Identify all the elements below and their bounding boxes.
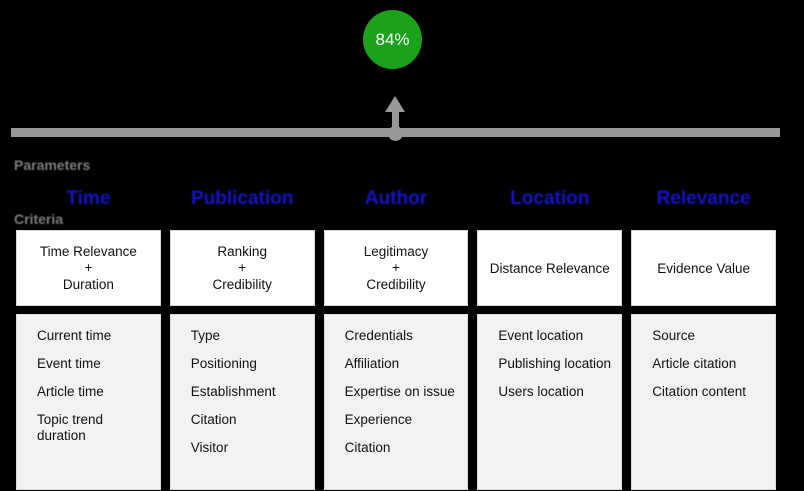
metric-line: Duration: [62, 277, 114, 292]
column-title-location: Location: [510, 188, 590, 209]
list-item: Topic trend duration: [37, 412, 104, 443]
list-item: Event location: [498, 328, 584, 343]
list-item: Credentials: [344, 328, 413, 343]
credibility-gauge[interactable]: [0, 96, 804, 146]
column-title-author: Author: [364, 188, 428, 209]
axis-label-criteria: Criteria: [14, 211, 64, 227]
list-item: Users location: [498, 384, 584, 399]
column-time: Time Time Relevance + Duration Current t…: [16, 168, 161, 490]
list-item: Article citation: [652, 356, 737, 371]
list-item: Type: [190, 328, 221, 343]
criteria-card-location: Event location Publishing location Users…: [477, 314, 623, 490]
list-item: Expertise on issue: [344, 384, 455, 399]
column-author: Author Legitimacy + Credibility Credenti…: [323, 168, 469, 490]
list-item: Current time: [37, 328, 112, 343]
score-badge: 84%: [363, 10, 422, 69]
metric-line: Legitimacy: [363, 244, 429, 259]
list-item: Positioning: [190, 356, 257, 371]
axis-label-parameters: Parameters: [14, 157, 91, 173]
arrow-shaft: [392, 109, 399, 133]
gauge-handle[interactable]: [388, 126, 403, 141]
metric-line: Time Relevance: [39, 244, 137, 259]
metric-card-author: Legitimacy + Credibility: [323, 230, 469, 306]
metric-plus: +: [238, 260, 247, 275]
list-item: Article time: [37, 384, 104, 399]
list-item: Citation: [190, 412, 237, 427]
metric-line: Distance Relevance: [489, 260, 610, 276]
metric-card-location: Distance Relevance: [477, 230, 623, 306]
list-item: Citation: [344, 440, 391, 455]
metric-card-publication: Ranking + Credibility: [169, 230, 315, 306]
criteria-columns: Time Time Relevance + Duration Current t…: [16, 168, 776, 490]
score-value: 84%: [375, 30, 410, 49]
criteria-card-publication: Type Positioning Establishment Citation …: [169, 314, 315, 490]
metric-line: Credibility: [212, 277, 272, 292]
column-title-publication: Publication: [190, 188, 294, 209]
list-item: Citation content: [652, 384, 746, 399]
list-item: Experience: [344, 412, 413, 427]
criteria-card-relevance: Source Article citation Citation content: [631, 314, 776, 490]
metric-line: Evidence Value: [657, 260, 750, 276]
list-item: Visitor: [190, 440, 229, 455]
criteria-card-time: Current time Event time Article time Top…: [16, 314, 161, 490]
column-title-time: Time: [66, 188, 111, 209]
metric-card-relevance: Evidence Value: [631, 230, 776, 306]
metric-plus: +: [84, 260, 93, 275]
list-item: Affiliation: [344, 356, 400, 371]
column-relevance: Relevance Evidence Value Source Article …: [631, 168, 776, 490]
metric-plus: +: [392, 260, 400, 275]
arrow-head: [385, 96, 405, 112]
list-item: Event time: [37, 356, 101, 371]
metric-line: Credibility: [366, 277, 426, 292]
list-item: Source: [652, 328, 695, 343]
criteria-card-author: Credentials Affiliation Expertise on iss…: [323, 314, 469, 490]
column-title-relevance: Relevance: [656, 188, 751, 209]
list-item: Establishment: [190, 384, 276, 399]
column-publication: Publication Ranking + Credibility Type P…: [169, 168, 315, 490]
metric-card-time: Time Relevance + Duration: [16, 230, 161, 306]
column-location: Location Distance Relevance Event locati…: [477, 168, 623, 490]
metric-line: Ranking: [217, 244, 267, 259]
list-item: Publishing location: [498, 356, 611, 371]
up-arrow-icon: [382, 96, 409, 133]
